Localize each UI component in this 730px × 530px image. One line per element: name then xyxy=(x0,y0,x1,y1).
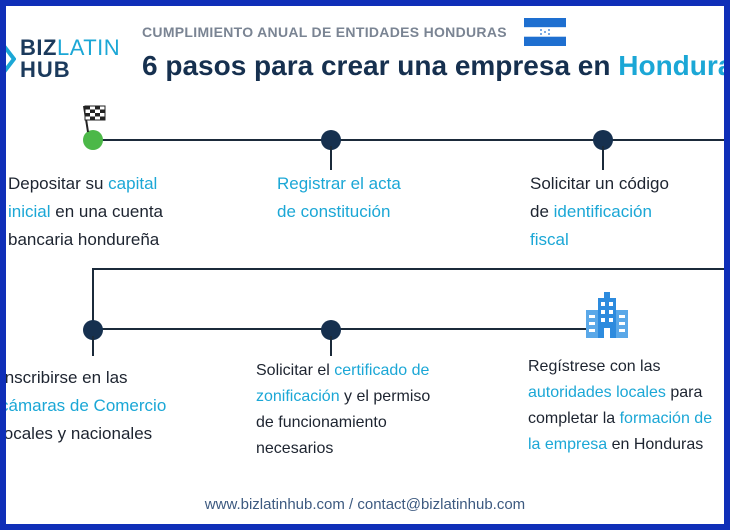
step-text-segment: Solicitar el xyxy=(256,362,335,379)
step-6-text: Regístrese con las autoridades locales pa… xyxy=(528,354,712,458)
highlighted-text: fiscal xyxy=(530,230,569,249)
step-2-text: Registrar el acta de constitución xyxy=(277,170,401,226)
highlighted-text: de constitución xyxy=(277,202,391,221)
highlighted-text: la empresa xyxy=(528,436,608,453)
timeline-node-5 xyxy=(321,320,341,340)
timeline-stem-2 xyxy=(330,146,332,170)
step-text-segment: Solicitar un código xyxy=(530,174,669,193)
timeline-node-start xyxy=(83,130,103,150)
step-4-line: cámaras de Comercio xyxy=(6,392,166,420)
step-6-line: Regístrese con las xyxy=(528,354,712,380)
step-text-segment: en una cuenta xyxy=(50,202,164,221)
step-text-segment: para xyxy=(665,384,703,401)
highlighted-text: identificación xyxy=(553,202,652,221)
logo-text-line2: HUB xyxy=(20,57,71,82)
step-text-segment: de funcionamiento xyxy=(256,414,387,431)
building-icon xyxy=(586,292,628,338)
honduras-flag-icon xyxy=(524,18,566,46)
step-text-segment: en Honduras xyxy=(607,436,704,453)
highlighted-text: inicial xyxy=(8,202,51,221)
timeline-row1-line xyxy=(92,139,724,141)
step-6-line: la empresa en Honduras xyxy=(528,432,712,458)
step-5-line: de funcionamiento xyxy=(256,410,430,436)
step-6-line: completar la formación de xyxy=(528,406,712,432)
timeline-stem-5 xyxy=(330,336,332,356)
step-text-segment: completar la xyxy=(528,410,620,427)
timeline-stem-4 xyxy=(92,336,94,356)
step-2-line: de constitución xyxy=(277,198,401,226)
step-1-line: inicial en una cuenta xyxy=(8,198,163,226)
highlighted-text: autoridades locales xyxy=(528,384,666,401)
step-text-segment: locales y nacionales xyxy=(6,424,153,443)
logo-chevron-icon xyxy=(6,45,16,73)
highlighted-text: formación de xyxy=(619,410,713,427)
step-3-text: Solicitar un código de identificación fisc… xyxy=(530,170,669,254)
timeline-node-4 xyxy=(83,320,103,340)
step-5-line: zonificación y el permiso xyxy=(256,384,430,410)
step-1-line: bancaria hondureña xyxy=(8,226,163,254)
checkered-flag-icon xyxy=(83,105,106,133)
timeline-node-2 xyxy=(321,130,341,150)
step-text-segment: bancaria hondureña xyxy=(8,230,160,249)
page-title: 6 pasos para crear una empresa en Hondur… xyxy=(142,50,724,81)
step-2-line: Registrar el acta xyxy=(277,170,401,198)
timeline-connector-line xyxy=(92,268,724,270)
step-3-line: de identificación xyxy=(530,198,669,226)
highlighted-text: certificado de xyxy=(334,362,430,379)
step-3-line: Solicitar un código xyxy=(530,170,669,198)
infographic-card: BIZLATIN HUB CUMPLIMIENTO ANUAL DE ENTID… xyxy=(6,6,724,524)
highlighted-text: cámaras de Comercio xyxy=(6,396,167,415)
step-text-segment: Inscribirse en las xyxy=(6,368,128,387)
highlighted-text: capital xyxy=(108,174,158,193)
step-1-line: Depositar su capital xyxy=(8,170,163,198)
timeline-stem-3 xyxy=(602,146,604,170)
step-text-segment: de xyxy=(530,202,554,221)
step-5-line: necesarios xyxy=(256,436,430,462)
step-4-text: Inscribirse en las cámaras de Comercio loc… xyxy=(6,364,166,448)
footer-contact: www.bizlatinhub.com / contact@bizlatinhu… xyxy=(204,496,526,513)
highlighted-text: Registrar el acta xyxy=(277,174,401,193)
step-6-line: autoridades locales para xyxy=(528,380,712,406)
step-text-segment: Regístrese con las xyxy=(528,358,661,375)
step-4-line: Inscribirse en las xyxy=(6,364,166,392)
highlighted-text: zonificación xyxy=(256,388,340,405)
step-text-segment: necesarios xyxy=(256,440,334,457)
page-subtitle: CUMPLIMIENTO ANUAL DE ENTIDADES HONDURAS xyxy=(142,24,507,40)
timeline-row2-line xyxy=(92,328,612,330)
step-text-segment: Depositar su xyxy=(8,174,109,193)
bizlatinhub-logo: BIZLATIN HUB xyxy=(6,35,138,82)
step-4-line: locales y nacionales xyxy=(6,420,166,448)
timeline-connector-vertical xyxy=(92,268,94,328)
step-text-segment: y el permiso xyxy=(339,388,431,405)
timeline-node-3 xyxy=(593,130,613,150)
logo-text-line1: BIZLATIN xyxy=(20,35,121,60)
step-5-line: Solicitar el certificado de xyxy=(256,358,430,384)
step-3-line: fiscal xyxy=(530,226,669,254)
